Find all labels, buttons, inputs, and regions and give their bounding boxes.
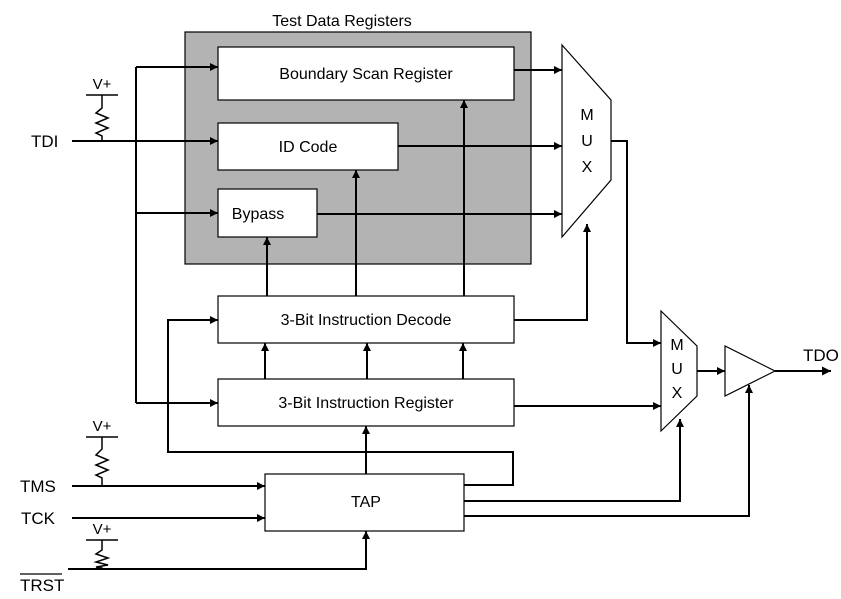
trst-pin-label: TRST bbox=[20, 576, 64, 595]
data-mux-letter-u: U bbox=[581, 133, 593, 150]
output-path-wires bbox=[611, 140, 831, 376]
tdi-pin-label: TDI bbox=[31, 132, 58, 151]
instruction-bus-wires bbox=[261, 343, 661, 410]
data-mux-letter-m: M bbox=[580, 107, 593, 124]
tdo-pin-label: TDO bbox=[803, 346, 839, 365]
output-mux: M U X bbox=[660, 309, 698, 433]
tdi-pullup-label: V+ bbox=[93, 76, 112, 93]
tck-pin-label: TCK bbox=[21, 509, 56, 528]
tms-pin-label: TMS bbox=[20, 477, 56, 496]
decode-output-wires bbox=[263, 100, 591, 321]
boundary-scan-register-block: Boundary Scan Register bbox=[217, 46, 515, 101]
tap-label: TAP bbox=[351, 494, 381, 511]
data-mux: M U X bbox=[561, 43, 612, 239]
boundary-scan-register-label: Boundary Scan Register bbox=[279, 66, 453, 83]
instruction-register-block: 3-Bit Instruction Register bbox=[217, 378, 515, 427]
register-output-wires bbox=[317, 66, 562, 218]
tms-pullup: V+ bbox=[86, 418, 118, 486]
input-pin-wires bbox=[68, 482, 370, 570]
instruction-decode-block: 3-Bit Instruction Decode bbox=[217, 295, 515, 344]
id-code-block: ID Code bbox=[217, 122, 399, 171]
bypass-label: Bypass bbox=[232, 206, 284, 223]
trst-pullup: V+ bbox=[86, 521, 118, 569]
tap-controller-block: TAP bbox=[264, 473, 465, 532]
instruction-register-label: 3-Bit Instruction Register bbox=[278, 395, 454, 412]
tms-pullup-label: V+ bbox=[93, 418, 112, 435]
id-code-label: ID Code bbox=[279, 139, 338, 156]
tdi-wires bbox=[72, 63, 218, 407]
output-mux-letter-u: U bbox=[671, 361, 683, 378]
output-mux-letter-m: M bbox=[670, 337, 683, 354]
instruction-decode-label: 3-Bit Instruction Decode bbox=[281, 312, 452, 329]
tdi-pullup: V+ bbox=[86, 76, 118, 141]
bypass-block: Bypass bbox=[217, 188, 318, 238]
output-mux-letter-x: X bbox=[672, 385, 683, 402]
tap-control-wires bbox=[167, 316, 753, 517]
test-data-registers-title: Test Data Registers bbox=[272, 13, 412, 30]
data-mux-letter-x: X bbox=[582, 159, 593, 176]
trst-pullup-label: V+ bbox=[93, 521, 112, 538]
